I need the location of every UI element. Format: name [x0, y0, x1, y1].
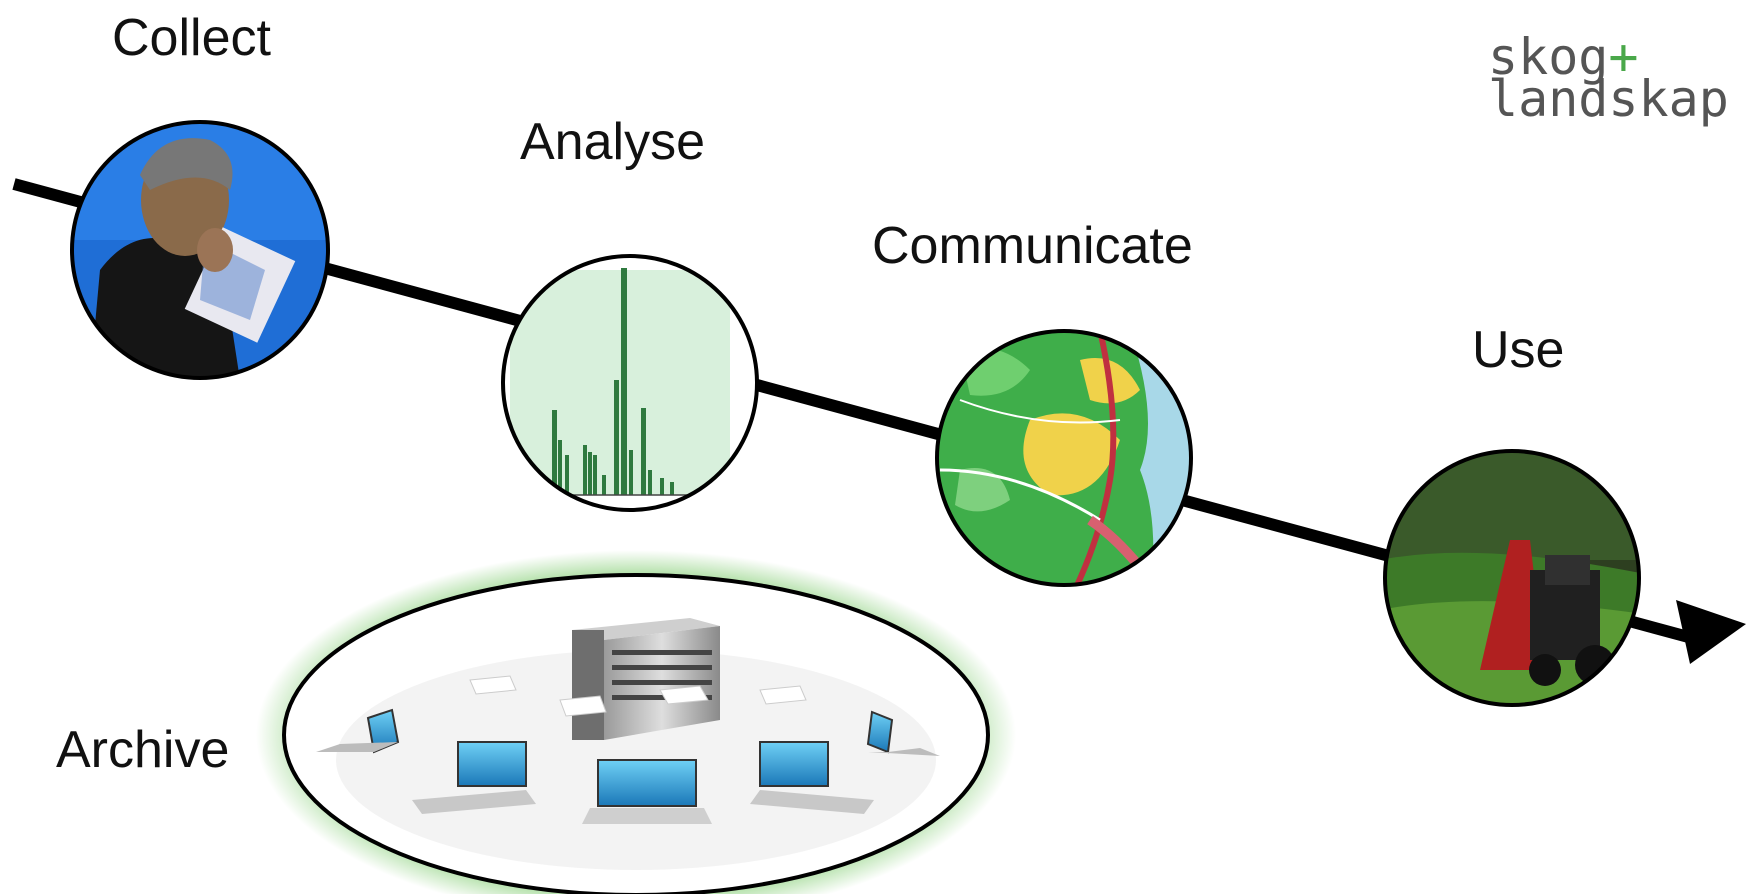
analyse-label: Analyse — [520, 113, 705, 171]
logo-plus: + — [1608, 36, 1639, 86]
logo-line2: landskap — [1488, 70, 1729, 128]
archive-label: Archive — [56, 721, 230, 779]
arrow-right-icon — [1676, 600, 1746, 664]
collect-photo — [70, 120, 330, 380]
map-icon — [1023, 413, 1120, 496]
collect-label: Collect — [112, 9, 271, 67]
server-with-laptops-icon — [316, 618, 940, 824]
analyse-chart-image — [501, 254, 759, 512]
bar-chart-icon — [552, 268, 674, 495]
logo-line1: skog — [1488, 36, 1609, 86]
use-photo — [1383, 449, 1641, 707]
skog-landskap-logo: skog+ landskap — [1488, 36, 1748, 146]
archive-illustration — [256, 550, 1016, 894]
tractor-in-field-icon — [1480, 540, 1545, 670]
communicate-label: Communicate — [872, 217, 1193, 275]
communicate-map-image — [935, 329, 1193, 587]
use-label: Use — [1472, 321, 1565, 379]
